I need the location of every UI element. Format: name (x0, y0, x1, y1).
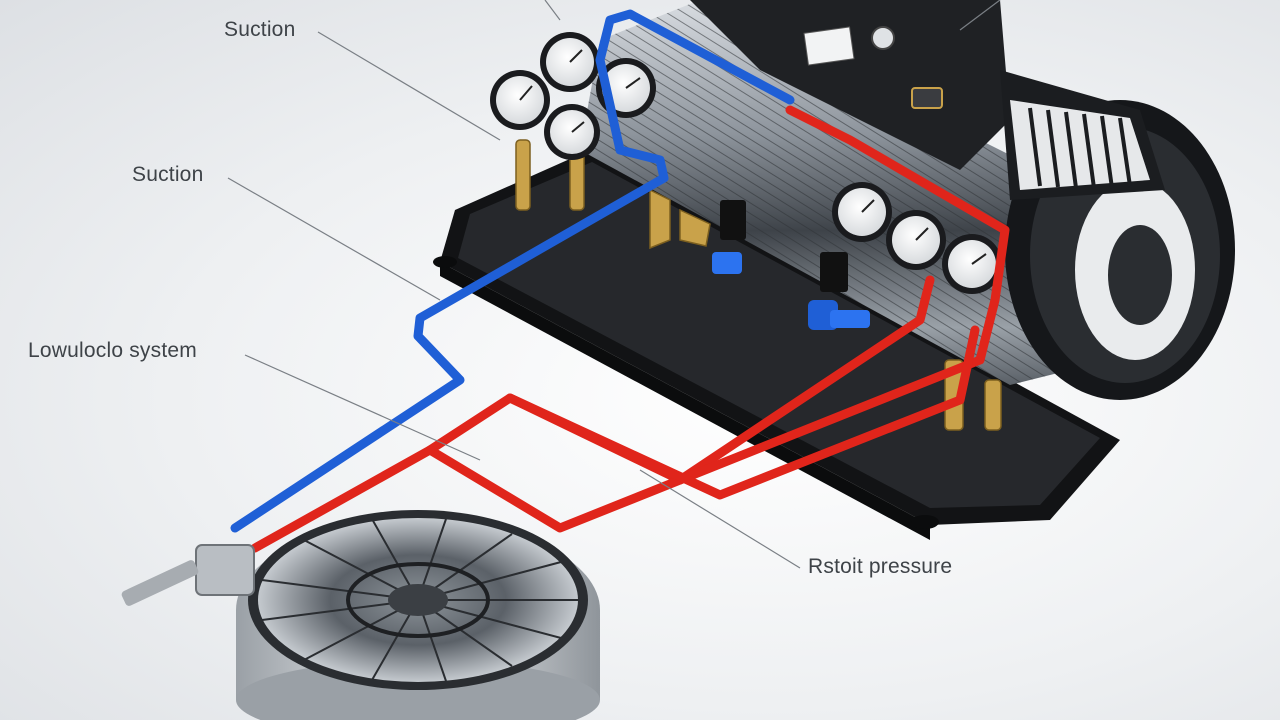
leader-lines (227, 0, 1001, 569)
high-pressure-label: Rstoit pressure (808, 555, 953, 578)
nameplate (803, 26, 855, 66)
brass-fittings (515, 139, 1002, 431)
valve-icon (712, 200, 870, 330)
suction-label-top: Suction (224, 18, 296, 41)
pressure-gauge-icon (490, 32, 1002, 294)
suction-line (230, 9, 795, 533)
low-side-system-label: Lowuloclo system (28, 339, 197, 362)
discharge-line (250, 105, 1010, 553)
motor-vent-grille (1010, 100, 1150, 190)
suction-label-middle: Suction (132, 163, 204, 186)
condenser-fan (121, 510, 600, 720)
base-plate (433, 150, 1120, 540)
motor-end-cap (1000, 70, 1235, 400)
